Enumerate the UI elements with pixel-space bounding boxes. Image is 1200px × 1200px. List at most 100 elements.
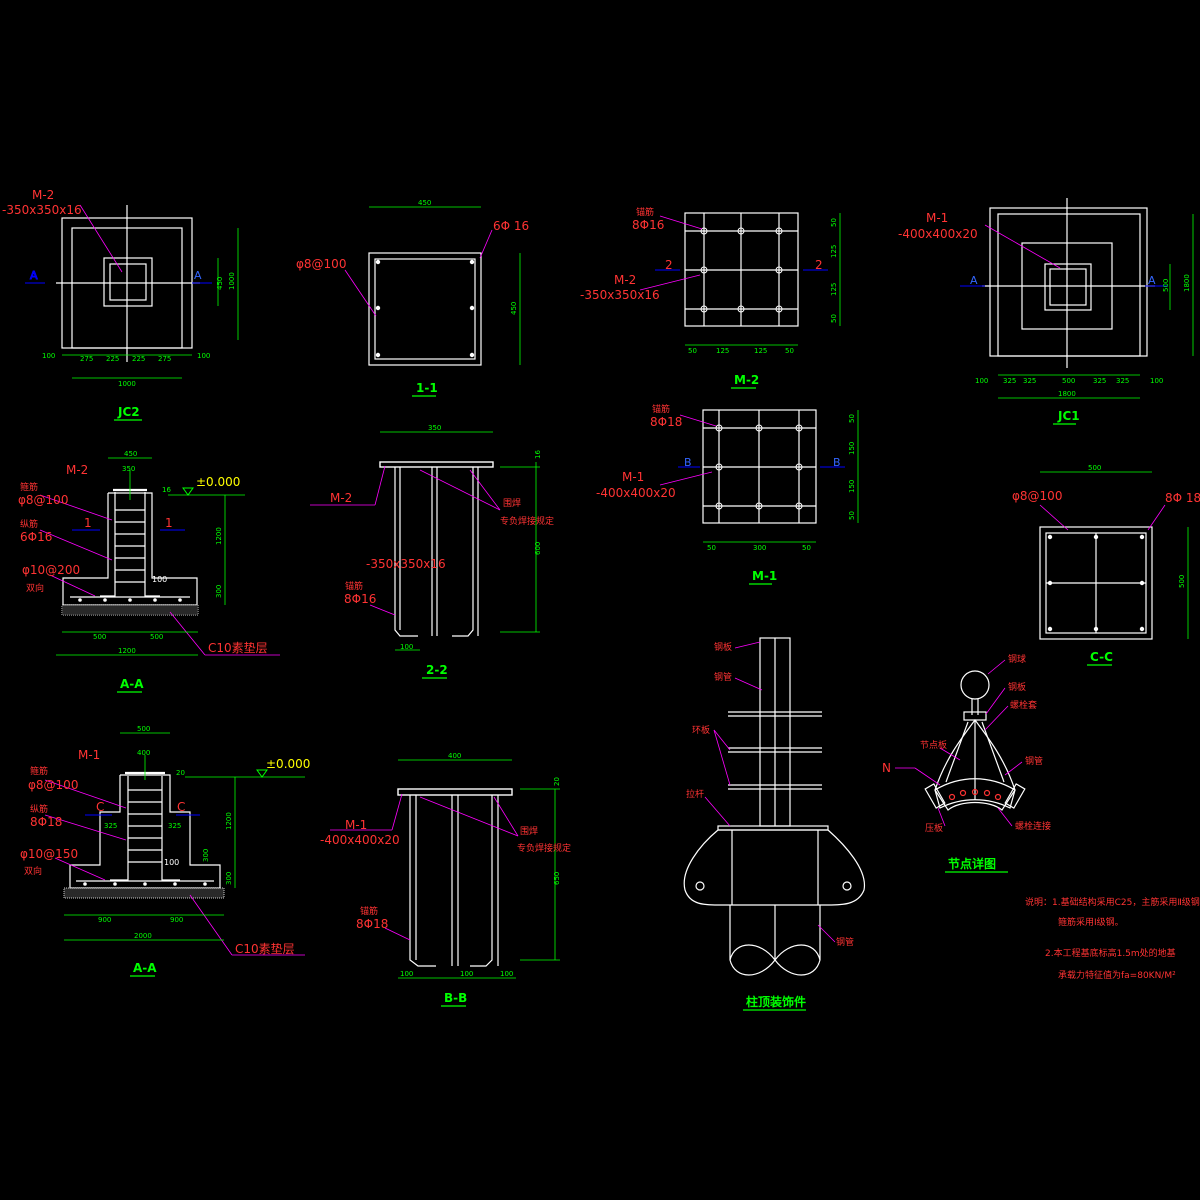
sec11-stirrup (374, 258, 476, 360)
ct-label-4: 钢管 (836, 936, 854, 948)
aa2-dim-r1: 300 (202, 849, 210, 862)
secBB-plate (397, 788, 513, 796)
m2-cut-left-label: 2 (665, 258, 673, 272)
sec11-bar (469, 352, 475, 358)
jc2-dim-2: 225 (106, 355, 119, 363)
aa1-stirrup-label: 箍筋 (20, 481, 38, 493)
secCC-bars: 8Φ 18 (1165, 491, 1200, 505)
jc2-cut-label-left: A (30, 269, 38, 282)
aa2-elevation: ±0.000 (266, 757, 310, 771)
aa2-leader-main (44, 814, 127, 841)
secBB-thk: 20 (553, 777, 561, 786)
aa2-elev-mark (256, 769, 268, 778)
aa2-dim-total: 2000 (134, 932, 152, 940)
sec11-height: 450 (510, 302, 518, 315)
sec22-anchor-1 (394, 467, 418, 637)
notes-line3: 2.本工程基底标高1.5m处的地基 (1045, 947, 1176, 959)
aa2-rebar-right (161, 776, 180, 881)
aa2-stirrups (128, 789, 162, 863)
jc2-leader (79, 204, 123, 273)
m2-anchor-hole (700, 227, 708, 235)
ct-label-3: 拉杆 (686, 788, 704, 800)
ct-leader-3 (704, 796, 731, 827)
nd-gusset-line-l (945, 721, 969, 783)
secCC-stirrup: φ8@100 (1012, 489, 1062, 503)
jc1-title: JC1 (1057, 409, 1080, 423)
nd-axial: N (882, 761, 891, 775)
jc1-plate-size: -400x400x20 (898, 227, 978, 241)
m2-plate-tag: M-2 (614, 273, 636, 287)
secBB-width: 400 (448, 752, 461, 760)
jc2-plate-tag: M-2 (32, 188, 54, 202)
ct-bolt-left (695, 881, 705, 891)
jc1-dim-6: 100 (1150, 377, 1163, 385)
nd-axial-line (914, 767, 941, 786)
sec11-bar (375, 259, 381, 265)
sec11-bars: 6Φ 16 (493, 219, 529, 233)
m1-plate-size: -400x400x20 (596, 486, 676, 500)
m2-anchor-hole (737, 227, 745, 235)
secCC-width: 500 (1088, 464, 1101, 472)
notes-line2: 箍筋采用Ⅰ级钢。 (1058, 916, 1124, 928)
aa1-elev-mark (182, 487, 194, 496)
aa2-top-width: 500 (137, 725, 150, 733)
m1-anchor-hole (795, 424, 803, 432)
jc1-plate-tag: M-1 (926, 211, 948, 225)
secBB-hook-0: 100 (400, 970, 413, 978)
secBB-anchor: 8Φ18 (356, 917, 388, 931)
secBB-height: 650 (553, 872, 561, 885)
m2-anchor-label: 锚筋 (636, 206, 654, 218)
secBB-plate-size: -400x400x20 (320, 833, 400, 847)
m2-anchor-hole (775, 227, 783, 235)
m2-plate: 锚筋 8Φ16 M-2 -350x350x16 2 2 50 125 125 5… (580, 206, 841, 389)
aa2-side-left: 325 (104, 822, 117, 830)
nd-leader-r4 (997, 807, 1013, 827)
aa2-main-label: 纵筋 (30, 803, 48, 815)
aa1-cover: 100 (152, 575, 167, 584)
secCC-height: 500 (1178, 575, 1186, 588)
nd-ball (960, 670, 990, 700)
sec11-bar (469, 305, 475, 311)
ct-label-1: 钢管 (714, 671, 732, 683)
jc1-dim-total: 1800 (1058, 390, 1076, 398)
m1-title: M-1 (752, 569, 777, 583)
aa1-main: 6Φ16 (20, 530, 52, 544)
aa2-bottom-label: 双向 (24, 865, 42, 877)
secBB-title: B-B (444, 991, 467, 1005)
aa2-dim-r2: 300 (225, 872, 233, 885)
m1-cut-left-label: B (684, 456, 692, 469)
sec22-leader-anchor (369, 604, 396, 616)
section-1-1: 450 450 6Φ 16 φ8@100 1-1 (296, 199, 529, 397)
jc2-dim-3: 225 (132, 355, 145, 363)
ct-pipe-ends (729, 944, 821, 961)
aa1-rebar-right (144, 492, 160, 597)
section-2-2: 350 16 600 M-2 -350x350x16 围焊 专负焊接规定 锚筋 … (310, 424, 554, 679)
aa1-dim-b0: 500 (93, 633, 106, 641)
secBB-anchor-1 (409, 795, 436, 967)
sec11-bar (375, 305, 381, 311)
aa2-concrete-outline (69, 774, 221, 889)
sec22-plate-size: -350x350x16 (366, 557, 446, 571)
aa2-plate-tag: M-1 (78, 748, 100, 762)
aa1-cut-label-left: 1 (84, 516, 92, 530)
m2-anchor-hole (700, 266, 708, 274)
nd-leader-r0 (987, 659, 1006, 675)
m2-anchor-hole (737, 305, 745, 313)
ct-leader-4 (817, 924, 836, 943)
sec22-height: 600 (534, 542, 542, 555)
m1-cut-right-label: B (833, 456, 841, 469)
sec22-anchor: 8Φ16 (344, 592, 376, 606)
m2-title: M-2 (734, 373, 759, 387)
node-detail: 钢球 钢板 螺栓套 钢管 螺栓连接 节点板 压板 N 节点详图 (882, 653, 1051, 873)
m2-leader-anchor (659, 215, 703, 230)
jc2-dim-right-inner: 450 (216, 277, 224, 290)
m1-leader-anchor (679, 414, 717, 427)
secBB-plate-tag: M-1 (345, 818, 367, 832)
aa-upper-section: 450 350 M-2 16 ±0.000 箍筋 φ8@100 纵筋 6Φ16 … (18, 450, 280, 693)
jc2-dim-total: 1000 (118, 380, 136, 388)
aa2-cut-label-right: C (177, 800, 185, 814)
design-notes: 说明：1.基础结构采用C25，主筋采用Ⅱ级钢， 箍筋采用Ⅰ级钢。 2.本工程基底… (1025, 896, 1200, 981)
nd-label-r2: 螺栓套 (1010, 699, 1037, 711)
m1-plate: 锚筋 8Φ18 M-1 -400x400x20 B B 50 300 50 50… (596, 403, 859, 585)
nd-label-r3: 钢管 (1025, 755, 1043, 767)
